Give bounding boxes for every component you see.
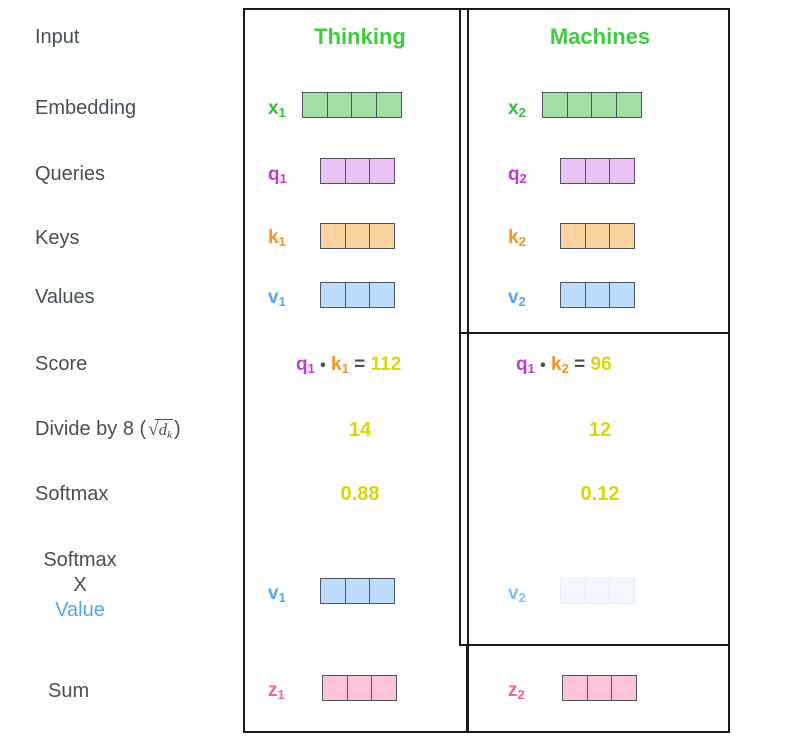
vector-label-x2: x2 (508, 98, 526, 120)
score-result-1: 112 (370, 354, 402, 375)
vector-sum-z1 (322, 675, 397, 701)
vector-cell (346, 675, 373, 701)
vector-label-v1: v1 (268, 287, 286, 309)
vector-query-q1 (320, 158, 395, 184)
vector-label-q2: q2 (508, 164, 527, 186)
dot-product-icon: • (540, 357, 546, 374)
softmax-result-1: 0.88 (340, 483, 380, 505)
vector-query-q2 (560, 158, 635, 184)
divide-result-2: 12 (588, 419, 612, 441)
radical-icon: √ (148, 419, 159, 440)
score-q-label: q1 (296, 354, 315, 376)
vector-cell (320, 158, 346, 184)
vector-cell (584, 282, 611, 308)
vector-cell (326, 92, 353, 118)
vector-cell (344, 223, 371, 249)
row-label-input: Input (35, 26, 80, 48)
softmax-times-value-line2: X (73, 574, 87, 596)
divide-close-paren: ) (173, 418, 181, 440)
vector-cell (615, 92, 642, 118)
vector-cell (584, 158, 611, 184)
row-label-values: Values (35, 286, 95, 308)
divide-result-1: 14 (348, 419, 372, 441)
vector-cell (560, 578, 586, 604)
score-q-label: q1 (516, 354, 535, 376)
row-label-softmax-times-value: Softmax X Value (35, 548, 125, 623)
sqrt-dk-math: √dk (146, 418, 174, 443)
vector-cell (609, 223, 635, 249)
vector-label-k1: k1 (268, 227, 286, 249)
vector-sum-z2 (562, 675, 637, 701)
vector-embedding-x2 (542, 92, 642, 118)
vector-cell (344, 578, 371, 604)
dot-product-icon: • (320, 357, 326, 374)
column-title-thinking: Thinking (314, 24, 406, 49)
vector-label-softmax-v2: v2 (508, 583, 526, 605)
equals-sign: = (574, 354, 586, 375)
vector-cell (369, 158, 395, 184)
vector-cell (584, 578, 611, 604)
row-label-softmax: Softmax (35, 483, 109, 505)
vector-label-z1: z1 (268, 680, 285, 702)
vector-cell (320, 578, 346, 604)
vector-cell (560, 223, 586, 249)
score-expression-1: q1 • k1 = 112 (296, 355, 401, 375)
vector-cell (369, 223, 395, 249)
score-k-label: k1 (331, 354, 349, 376)
equals-sign: = (354, 354, 366, 375)
vector-value-v2 (560, 282, 635, 308)
score-result-2: 96 (590, 354, 612, 375)
vector-cell (609, 578, 635, 604)
vector-cell (369, 578, 395, 604)
vector-cell (302, 92, 328, 118)
vector-cell (351, 92, 377, 118)
vector-cell (609, 158, 635, 184)
row-label-score: Score (35, 353, 88, 375)
vector-softmax-value-v1 (320, 578, 395, 604)
row-label-keys: Keys (35, 227, 80, 249)
vector-cell (344, 282, 371, 308)
row-label-divide: Divide by 8 (√dk) (35, 417, 181, 443)
vector-label-x1: x1 (268, 98, 286, 120)
vector-cell (542, 92, 568, 118)
vector-cell (560, 282, 586, 308)
vector-cell (591, 92, 617, 118)
softmax-times-value-line3: Value (55, 599, 105, 621)
vector-cell (584, 223, 611, 249)
vector-softmax-value-v2 (560, 578, 635, 604)
vector-label-v2: v2 (508, 287, 526, 309)
vector-label-softmax-v1: v1 (268, 583, 286, 605)
row-label-embedding: Embedding (35, 97, 137, 119)
row-label-sum: Sum (48, 680, 90, 702)
divide-text: Divide by 8 ( (35, 418, 147, 440)
vector-label-q1: q1 (268, 164, 287, 186)
vector-cell (566, 92, 593, 118)
math-d-subscript: k (167, 429, 172, 441)
vector-cell (609, 282, 635, 308)
vector-cell (369, 282, 395, 308)
vector-cell (562, 675, 588, 701)
score-k-label: k2 (551, 354, 569, 376)
row-label-queries: Queries (35, 163, 106, 185)
score-expression-2: q1 • k2 = 96 (516, 355, 612, 375)
vector-key-k2 (560, 223, 635, 249)
vector-value-v1 (320, 282, 395, 308)
vector-cell (344, 158, 371, 184)
vector-label-z2: z2 (508, 680, 525, 702)
vector-cell (586, 675, 613, 701)
softmax-result-2: 0.12 (580, 483, 620, 505)
vector-cell (320, 223, 346, 249)
vector-cell (322, 675, 348, 701)
vector-key-k1 (320, 223, 395, 249)
vector-cell (611, 675, 637, 701)
column-title-machines: Machines (549, 24, 651, 49)
vector-cell (371, 675, 397, 701)
vector-cell (320, 282, 346, 308)
math-d: d (158, 420, 168, 439)
vector-label-k2: k2 (508, 227, 526, 249)
vector-embedding-x1 (302, 92, 402, 118)
vector-cell (375, 92, 402, 118)
softmax-times-value-line1: Softmax (43, 549, 117, 571)
vector-cell (560, 158, 586, 184)
